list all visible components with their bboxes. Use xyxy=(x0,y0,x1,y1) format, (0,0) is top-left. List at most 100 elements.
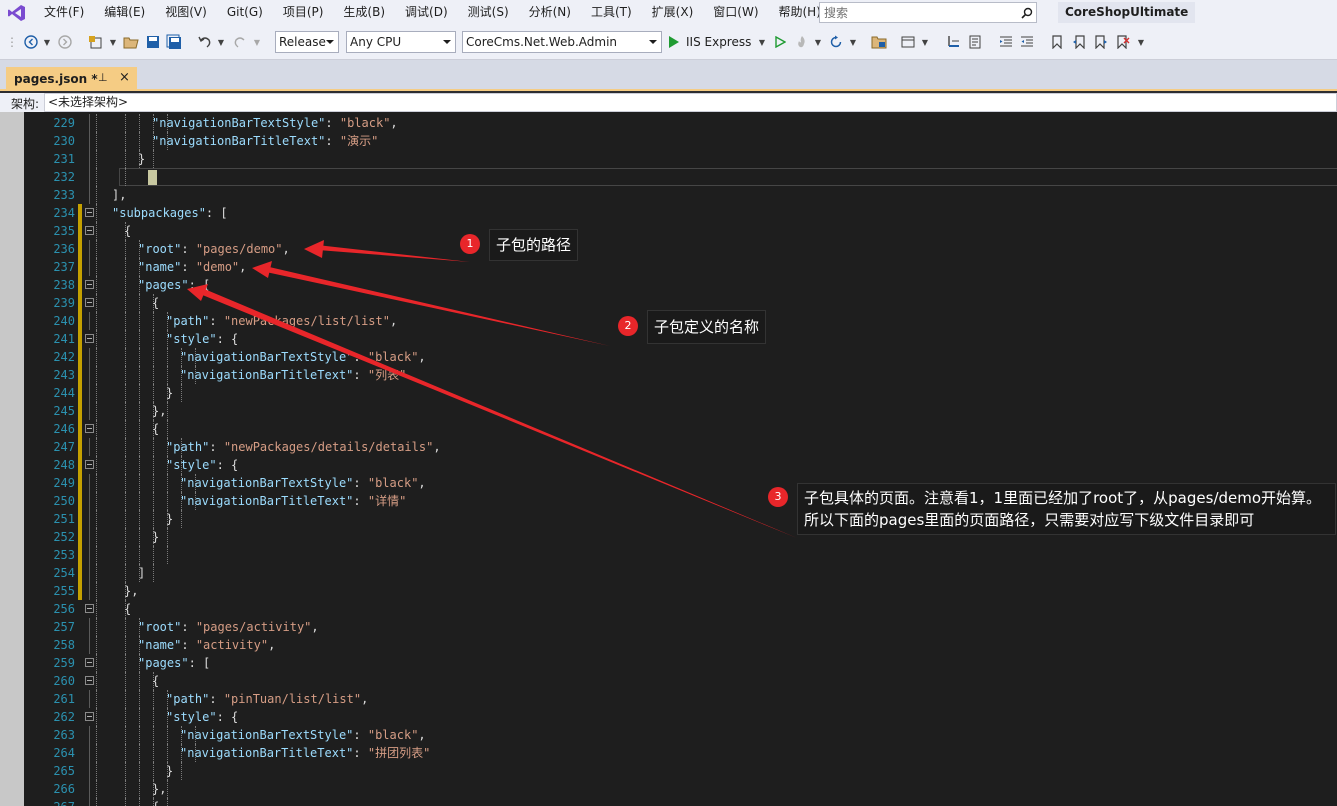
code-line[interactable]: 252} xyxy=(24,528,1337,546)
search-box[interactable]: 搜索 xyxy=(819,2,1037,23)
code-line[interactable]: 260{ xyxy=(24,672,1337,690)
code-line[interactable]: 267{ xyxy=(24,798,1337,806)
pin-icon[interactable]: ⊥ xyxy=(98,71,108,84)
code-line[interactable]: 256{ xyxy=(24,600,1337,618)
menu-item[interactable]: 视图(V) xyxy=(165,5,207,19)
code-line[interactable]: 258"name": "activity", xyxy=(24,636,1337,654)
refresh-icon[interactable] xyxy=(827,33,845,51)
menu-item[interactable]: 调试(D) xyxy=(405,5,448,19)
code-line[interactable]: 254] xyxy=(24,564,1337,582)
undo-icon[interactable] xyxy=(196,33,214,51)
code-line[interactable]: 229"navigationBarTextStyle": "black", xyxy=(24,114,1337,132)
menu-item[interactable]: 文件(F) xyxy=(44,5,85,19)
code-line[interactable]: 255}, xyxy=(24,582,1337,600)
code-line[interactable]: 265} xyxy=(24,762,1337,780)
code-line[interactable]: 247"path": "newPackages/details/details"… xyxy=(24,438,1337,456)
collapse-icon[interactable] xyxy=(85,424,94,433)
redo-icon[interactable] xyxy=(231,33,249,51)
schema-select[interactable]: <未选择架构> xyxy=(44,93,1337,112)
collapse-icon[interactable] xyxy=(85,460,94,469)
new-project-icon[interactable] xyxy=(86,33,106,51)
previous-bookmark-icon[interactable] xyxy=(1070,33,1088,51)
code-line[interactable]: 262"style": { xyxy=(24,708,1337,726)
start-debugging-button[interactable]: IIS Express xyxy=(669,31,751,53)
open-folder-icon[interactable] xyxy=(122,33,140,51)
back-dropdown-icon[interactable]: ▼ xyxy=(43,37,51,47)
code-line[interactable]: 234"subpackages": [ xyxy=(24,204,1337,222)
collapse-icon[interactable] xyxy=(85,604,94,613)
code-line[interactable]: 244} xyxy=(24,384,1337,402)
collapse-icon[interactable] xyxy=(85,334,94,343)
menu-item[interactable]: Git(G) xyxy=(226,5,263,19)
browser-link-icon[interactable] xyxy=(870,33,888,51)
collapse-icon[interactable] xyxy=(85,676,94,685)
format-icon[interactable] xyxy=(966,33,984,51)
code-line[interactable]: 238"pages": [ xyxy=(24,276,1337,294)
code-line[interactable]: 245}, xyxy=(24,402,1337,420)
collapse-icon[interactable] xyxy=(85,208,94,217)
code-line[interactable]: 239{ xyxy=(24,294,1337,312)
collapse-icon[interactable] xyxy=(85,280,94,289)
close-icon[interactable]: × xyxy=(119,70,130,85)
startup-project-select[interactable]: CoreCms.Net.Web.Admin xyxy=(462,31,662,53)
code-line[interactable]: 246{ xyxy=(24,420,1337,438)
collapse-icon[interactable] xyxy=(85,658,94,667)
menu-item[interactable]: 编辑(E) xyxy=(104,5,146,19)
collapse-icon[interactable] xyxy=(85,298,94,307)
undo-dropdown-icon[interactable]: ▼ xyxy=(217,37,225,47)
hot-reload-icon[interactable] xyxy=(793,33,811,51)
configuration-select[interactable]: Release xyxy=(275,31,339,53)
code-line[interactable]: 236"root": "pages/demo", xyxy=(24,240,1337,258)
run-dropdown-icon[interactable]: ▼ xyxy=(758,37,766,47)
hot-reload-dropdown-icon[interactable]: ▼ xyxy=(814,37,822,47)
collapse-icon[interactable] xyxy=(85,712,94,721)
back-icon[interactable] xyxy=(22,33,40,51)
code-line[interactable]: 253 xyxy=(24,546,1337,564)
redo-dropdown-icon[interactable]: ▼ xyxy=(253,37,261,47)
toolbar-overflow-icon[interactable]: ▼ xyxy=(1137,37,1145,47)
code-line[interactable]: 233], xyxy=(24,186,1337,204)
menu-item[interactable]: 扩展(X) xyxy=(651,5,694,19)
code-line[interactable]: 232 xyxy=(24,168,1337,186)
layout-icon[interactable] xyxy=(899,33,917,51)
code-line[interactable]: 251} xyxy=(24,510,1337,528)
menu-item[interactable]: 生成(B) xyxy=(343,5,386,19)
clear-bookmarks-icon[interactable] xyxy=(1114,33,1132,51)
menu-item[interactable]: 测试(S) xyxy=(467,5,509,19)
step-into-icon[interactable] xyxy=(944,33,962,51)
code-line[interactable]: 257"root": "pages/activity", xyxy=(24,618,1337,636)
search-icon[interactable] xyxy=(1018,4,1036,22)
outdent-icon[interactable] xyxy=(997,33,1015,51)
save-icon[interactable] xyxy=(144,33,162,51)
code-line[interactable]: 261"path": "pinTuan/list/list", xyxy=(24,690,1337,708)
refresh-dropdown-icon[interactable]: ▼ xyxy=(849,37,857,47)
layout-dropdown-icon[interactable]: ▼ xyxy=(921,37,929,47)
menu-item[interactable]: 分析(N) xyxy=(528,5,571,19)
code-line[interactable]: 259"pages": [ xyxy=(24,654,1337,672)
code-line[interactable]: 248"style": { xyxy=(24,456,1337,474)
menu-item[interactable]: 工具(T) xyxy=(590,5,632,19)
forward-icon[interactable] xyxy=(56,33,74,51)
tab-pages-json[interactable]: pages.json * ⊥ × xyxy=(6,67,137,91)
menu-item[interactable]: 窗口(W) xyxy=(713,5,759,19)
code-line[interactable]: 231} xyxy=(24,150,1337,168)
code-line[interactable]: 243"navigationBarTitleText": "列表" xyxy=(24,366,1337,384)
code-line[interactable]: 263"navigationBarTextStyle": "black", xyxy=(24,726,1337,744)
code-line[interactable]: 230"navigationBarTitleText": "演示" xyxy=(24,132,1337,150)
bookmark-icon[interactable] xyxy=(1048,33,1066,51)
menu-item[interactable]: 帮助(H) xyxy=(778,5,821,19)
code-line[interactable]: 235{ xyxy=(24,222,1337,240)
visual-studio-logo-icon[interactable] xyxy=(0,0,34,25)
solution-name[interactable]: CoreShopUltimate xyxy=(1058,2,1196,23)
menu-item[interactable]: 项目(P) xyxy=(282,5,324,19)
code-line[interactable]: 264"navigationBarTitleText": "拼团列表" xyxy=(24,744,1337,762)
collapse-icon[interactable] xyxy=(85,226,94,235)
indent-icon[interactable] xyxy=(1018,33,1036,51)
code-line[interactable]: 266}, xyxy=(24,780,1337,798)
code-editor[interactable]: 229"navigationBarTextStyle": "black",230… xyxy=(0,112,1337,806)
code-line[interactable]: 242"navigationBarTextStyle": "black", xyxy=(24,348,1337,366)
code-line[interactable]: 237"name": "demo", xyxy=(24,258,1337,276)
platform-select[interactable]: Any CPU xyxy=(346,31,456,53)
next-bookmark-icon[interactable] xyxy=(1092,33,1110,51)
start-without-debugging-icon[interactable] xyxy=(771,33,789,51)
